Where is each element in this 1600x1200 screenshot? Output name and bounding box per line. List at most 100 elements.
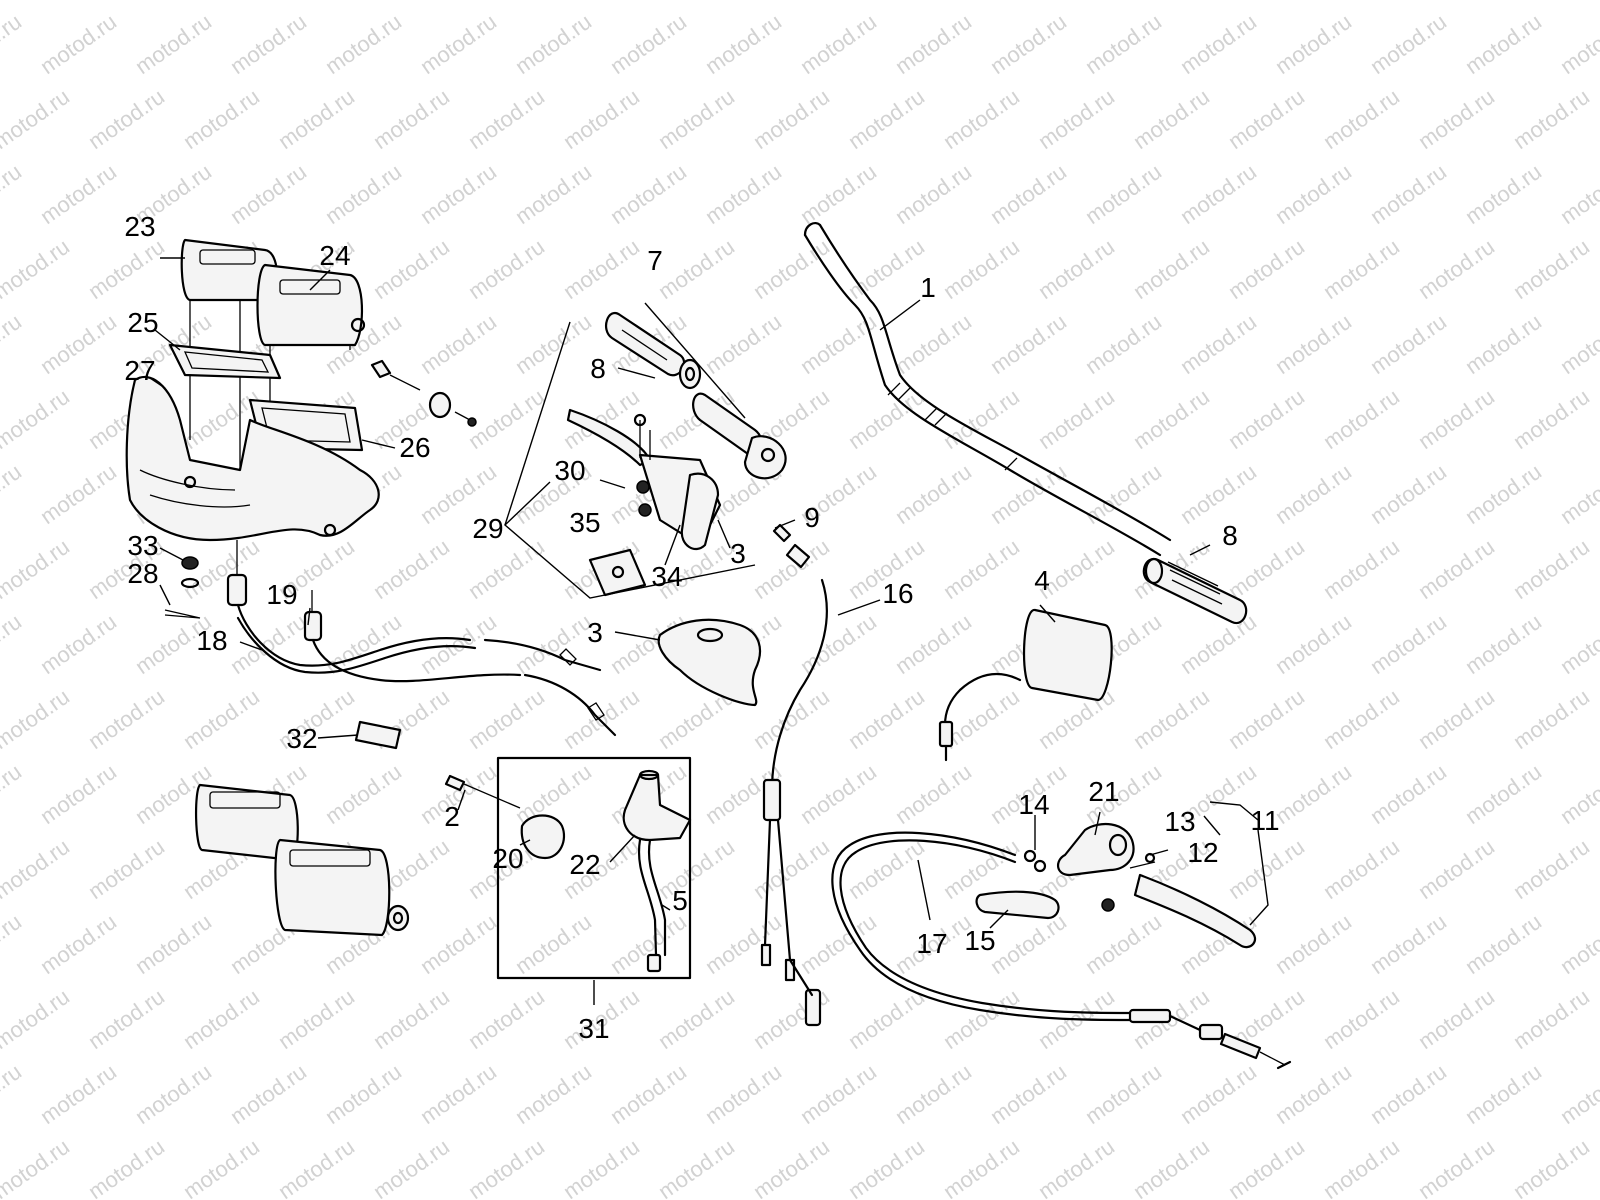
watermark-text: motod.ru [1129,234,1214,304]
watermark-text: motod.ru [844,1134,929,1200]
watermark-text: motod.ru [654,1134,739,1200]
callout-3-upper: 3 [730,538,746,569]
watermark-text: motod.ru [654,0,739,4]
callout-31: 31 [578,1013,609,1044]
watermark-text: motod.ru [0,9,26,79]
watermark-text: motod.ru [1366,309,1451,379]
callout-19: 19 [266,579,297,610]
watermark-text: motod.ru [0,759,26,829]
watermark-text: motod.ru [274,1134,359,1200]
watermark-text: motod.ru [131,1059,216,1129]
watermark-text: motod.ru [606,9,691,79]
callout-4: 4 [1034,565,1050,596]
watermark-text: motod.ru [1509,0,1594,4]
watermark-text: motod.ru [274,0,359,4]
watermark-text: motod.ru [321,759,406,829]
watermark-text: motod.ru [749,0,834,4]
watermark-text: motod.ru [1556,459,1600,529]
watermark-text: motod.ru [179,684,264,754]
watermark-text: motod.ru [369,534,454,604]
watermark-text: motod.ru [1271,759,1356,829]
callout-25: 25 [127,307,158,338]
watermark-text: motod.ru [1129,384,1214,454]
watermark-text: motod.ru [1034,234,1119,304]
callout-11: 11 [1250,805,1279,836]
throttle-assembly-part [604,311,811,569]
watermark-text: motod.ru [891,309,976,379]
callout-18: 18 [196,625,227,656]
watermark-text: motod.ru [369,234,454,304]
watermark-text: motod.ru [179,0,264,4]
watermark-text: motod.ru [0,234,74,304]
watermark-text: motod.ru [606,1059,691,1129]
watermark-text: motod.ru [701,1059,786,1129]
watermark-text: motod.ru [1414,384,1499,454]
watermark-text: motod.ru [796,909,881,979]
watermark-text: motod.ru [1509,384,1594,454]
callout-3-lower: 3 [587,617,603,648]
watermark-text: motod.ru [511,309,596,379]
watermark-text: motod.ru [749,234,834,304]
watermark-text: motod.ru [654,834,739,904]
watermark-text: motod.ru [1509,684,1594,754]
callout-22: 22 [569,849,600,880]
watermark-text: motod.ru [1461,759,1546,829]
watermark-text: motod.ru [701,9,786,79]
watermark-text: motod.ru [226,9,311,79]
watermark-text: motod.ru [796,1059,881,1129]
watermark-text: motod.ru [1176,9,1261,79]
watermark-text: motod.ru [36,759,121,829]
watermark-text: motod.ru [1461,909,1546,979]
watermark-text: motod.ru [1224,684,1309,754]
watermark-text: motod.ru [321,1059,406,1129]
watermark-text: motod.ru [0,684,74,754]
watermark-text: motod.ru [226,159,311,229]
watermark-text: motod.ru [986,9,1071,79]
watermark-text: motod.ru [464,534,549,604]
callout-9: 9 [804,502,820,533]
watermark-text: motod.ru [0,1134,74,1200]
watermark-text: motod.ru [891,459,976,529]
watermark-text: motod.ru [1319,1134,1404,1200]
watermark-text: motod.ru [511,1059,596,1129]
watermark-text: motod.ru [654,984,739,1054]
watermark-text: motod.ru [0,384,74,454]
watermark-text: motod.ru [0,834,74,904]
throttle-cable-part [760,578,828,1027]
watermark-text: motod.ru [1176,309,1261,379]
watermark-text: motod.ru [1366,159,1451,229]
watermark-text: motod.ru [749,1134,834,1200]
callout-7: 7 [647,245,663,276]
callout-33: 33 [127,530,158,561]
callout-8-left: 8 [590,353,606,384]
watermark-text: motod.ru [274,984,359,1054]
watermark-text: motod.ru [511,909,596,979]
watermark-text: motod.ru [416,309,501,379]
watermark-text: motod.ru [1081,159,1166,229]
watermark-text: motod.ru [844,984,929,1054]
callout-16: 16 [882,578,913,609]
watermark-text: motod.ru [1129,684,1214,754]
switch-cover-part [657,618,762,707]
watermark-text: motod.ru [321,9,406,79]
watermark-text: motod.ru [1509,84,1594,154]
watermark-text: motod.ru [0,0,74,4]
watermark-text: motod.ru [749,834,834,904]
watermark-text: motod.ru [1509,234,1594,304]
watermark-text: motod.ru [939,1134,1024,1200]
watermark-text: motod.ru [1081,9,1166,79]
watermark-text: motod.ru [1556,1059,1600,1129]
watermark-text: motod.ru [749,84,834,154]
watermark-text: motod.ru [939,984,1024,1054]
watermark-text: motod.ru [84,84,169,154]
watermark-text: motod.ru [1081,309,1166,379]
watermark-text: motod.ru [36,909,121,979]
watermark-text: motod.ru [464,984,549,1054]
watermark-text: motod.ru [939,0,1024,4]
watermark-text: motod.ru [986,459,1071,529]
watermark-text: motod.ru [179,984,264,1054]
watermark-text: motod.ru [511,9,596,79]
watermark-text: motod.ru [1129,0,1214,4]
watermark-text: motod.ru [131,9,216,79]
instrument-cluster-part [125,238,477,542]
